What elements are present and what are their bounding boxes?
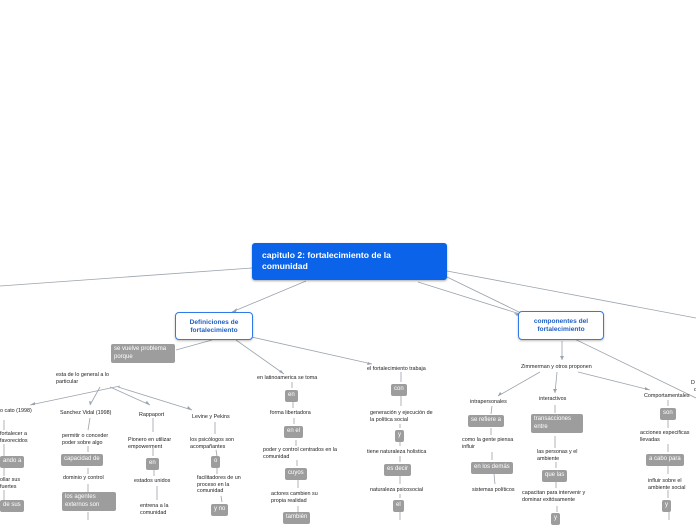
- label-capacidad-de[interactable]: capacidad de: [61, 454, 103, 466]
- label-y[interactable]: y: [395, 430, 404, 442]
- label-en-2[interactable]: en: [285, 390, 298, 402]
- text-intrapersonales[interactable]: intrapersonales: [470, 399, 507, 405]
- text-personas-ambiente[interactable]: las personas y el ambiente: [537, 449, 578, 462]
- label-en-los-demas[interactable]: en los demás: [471, 462, 513, 474]
- label-y-2[interactable]: y: [662, 500, 671, 512]
- text-pionero[interactable]: Pionero en utilizar empowerment: [128, 437, 172, 450]
- text-holistica[interactable]: tiene naturaleza holistica: [367, 449, 427, 455]
- text-levine[interactable]: Levine y Pekins: [192, 414, 230, 420]
- label-cuyos[interactable]: cuyos: [285, 468, 307, 480]
- label-se-refiere[interactable]: se refiere a: [468, 415, 505, 427]
- root-topic[interactable]: capitulo 2: fortalecimiento de la comuni…: [252, 243, 447, 280]
- label-en-el[interactable]: en el: [284, 426, 304, 438]
- label-de-sus[interactable]: de sus: [0, 500, 24, 512]
- text-entrena[interactable]: entrena a la comunidad: [140, 503, 169, 516]
- text-facilitadores[interactable]: facilitadores de un proceso en la comuni…: [197, 475, 241, 495]
- label-agentes[interactable]: los agentes externos son: [62, 492, 116, 512]
- text-psicosocial[interactable]: naturaleza psicosocial: [370, 487, 424, 493]
- text-poder-control[interactable]: poder y control centrados en la comunida…: [263, 447, 338, 460]
- label-son[interactable]: son: [660, 408, 676, 420]
- text-estados[interactable]: estados unidos: [134, 478, 171, 484]
- label-a-cabo[interactable]: a cabo para: [646, 454, 684, 466]
- label-y-no[interactable]: y no: [211, 504, 229, 516]
- text-actores[interactable]: actores cambien su propia realidad: [271, 491, 318, 504]
- text-d2[interactable]: d: [694, 387, 696, 393]
- label-que-las[interactable]: que las: [542, 470, 568, 482]
- label-con[interactable]: con: [391, 384, 407, 396]
- label-ando-a[interactable]: ando a: [0, 456, 25, 468]
- label-el[interactable]: el: [393, 500, 404, 512]
- text-influir[interactable]: influir sobre el ambiente social: [648, 478, 686, 491]
- label-transacciones[interactable]: transacciones entre: [531, 414, 583, 434]
- text-esta-general[interactable]: esta de lo general a lo particular: [56, 372, 110, 385]
- label-se-vuelve[interactable]: se vuelve problema porque: [111, 344, 175, 364]
- text-forma-libertadora[interactable]: forma libertadora: [270, 410, 311, 416]
- text-sanchez[interactable]: Sanchez Vidal (1998): [60, 410, 112, 416]
- text-fortalecer[interactable]: fortalecer a favorecidos: [0, 431, 28, 444]
- text-ollar[interactable]: ollar sus fuertes: [0, 477, 21, 490]
- text-capacitan[interactable]: capacitan para intervenir y dominar exit…: [522, 490, 586, 503]
- label-tambien[interactable]: también: [283, 512, 311, 524]
- topic-definiciones[interactable]: Definiciones de fortalecimiento: [175, 312, 253, 340]
- text-latinoamerica[interactable]: en latinoamerica se toma: [257, 375, 318, 381]
- text-interactivos[interactable]: interactivos: [539, 396, 567, 402]
- text-cato[interactable]: o cato (1998): [0, 408, 32, 414]
- label-en-1[interactable]: en: [146, 458, 159, 470]
- label-o[interactable]: o: [211, 456, 221, 468]
- text-permitir[interactable]: permitir o conceder poder sobre algo: [62, 433, 109, 446]
- label-tail[interactable]: y: [551, 513, 560, 525]
- text-rappaport[interactable]: Rappaport: [139, 412, 165, 418]
- text-sistemas[interactable]: sistemas políticos: [472, 487, 515, 493]
- text-dominio[interactable]: dominio y control: [63, 475, 104, 481]
- text-d[interactable]: D: [691, 380, 695, 386]
- text-zimmerman[interactable]: Zimmerman y otros proponen: [521, 364, 592, 370]
- topic-componentes[interactable]: componentes del fortalecimiento: [518, 311, 604, 340]
- label-es-decir[interactable]: es decir: [384, 464, 412, 476]
- text-trabaja[interactable]: el fortalecimiento trabaja: [367, 366, 426, 372]
- text-gente-piensa[interactable]: como la gente piensa influir: [462, 437, 514, 450]
- text-psicologos[interactable]: los psicólogos son acompañantes: [190, 437, 235, 450]
- text-comportamentales[interactable]: Comportamentales: [644, 393, 690, 399]
- text-generacion[interactable]: generación y ejecución de la política so…: [370, 410, 433, 423]
- text-acciones[interactable]: acciones especificas llevadas: [640, 430, 690, 443]
